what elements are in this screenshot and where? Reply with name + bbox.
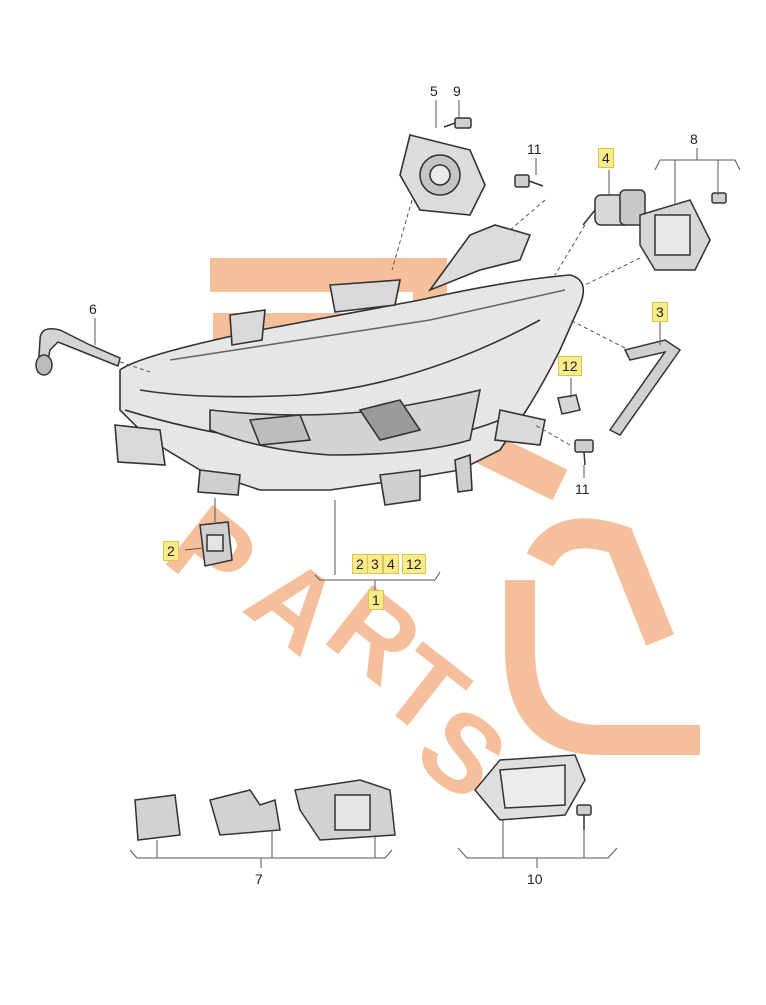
callout-2: 2 xyxy=(163,541,179,561)
part-12-clip xyxy=(557,394,581,415)
part-7-brackets xyxy=(134,779,396,841)
part-3-seal xyxy=(608,339,682,436)
part-10-module xyxy=(474,754,592,830)
callout-9: 9 xyxy=(453,83,461,99)
part-4-bulb xyxy=(582,189,646,226)
callout-11-bottom: 11 xyxy=(575,481,590,497)
headlight-housing xyxy=(114,224,585,506)
callout-7: 7 xyxy=(255,871,263,887)
callout-5: 5 xyxy=(430,83,438,99)
part-11-top-screw xyxy=(514,174,544,188)
group-callout-4: 4 xyxy=(383,554,399,574)
group-callout-2: 2 xyxy=(352,554,368,574)
part-6-hose xyxy=(35,328,121,376)
callout-4: 4 xyxy=(598,148,614,168)
callout-6: 6 xyxy=(89,301,97,317)
callout-11-top: 11 xyxy=(527,141,542,157)
leader-lines xyxy=(94,100,741,868)
callout-1: 1 xyxy=(368,590,384,610)
part-11-bottom-screw xyxy=(574,439,594,466)
part-9-screw xyxy=(443,117,472,129)
callout-10: 10 xyxy=(527,871,543,887)
group-callout-12: 12 xyxy=(402,554,426,574)
callout-8: 8 xyxy=(690,131,698,147)
part-5-module xyxy=(399,134,486,216)
part-8-module xyxy=(639,192,727,271)
callout-12: 12 xyxy=(558,356,582,376)
group-callout-3: 3 xyxy=(367,554,383,574)
part-2-bracket xyxy=(199,521,233,567)
callout-3: 3 xyxy=(652,302,668,322)
